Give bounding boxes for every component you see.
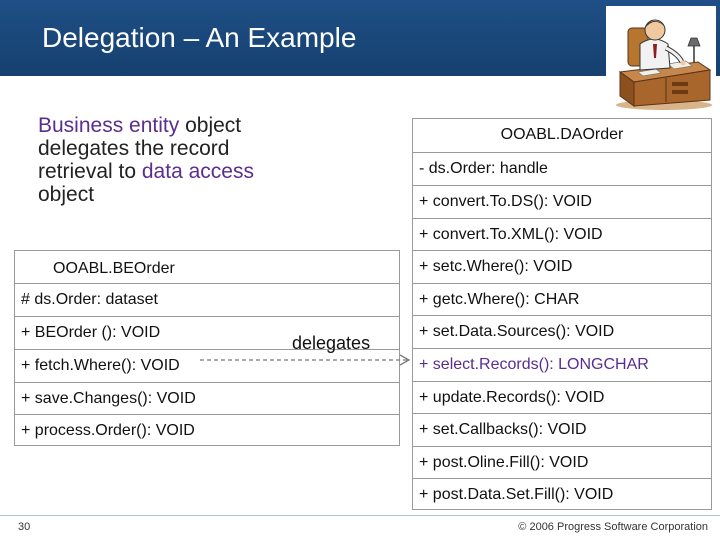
da-order-class-name-row: OOABL.DAOrder (413, 119, 711, 152)
be-order-method: + fetch.Where(): VOID (21, 357, 180, 374)
da-order-class-box: OOABL.DAOrder - ds.Order: handle + conve… (412, 118, 712, 510)
page-number: 30 (18, 521, 31, 533)
da-order-method-row: + setc.Where(): VOID (413, 250, 711, 283)
da-order-method-row: + getc.Where(): CHAR (413, 283, 711, 315)
da-order-method: + convert.To.XML(): VOID (419, 226, 603, 243)
da-order-method-row: + post.Data.Set.Fill(): VOID (413, 478, 711, 510)
be-order-method-row: + BEOrder (): VOID (15, 316, 399, 349)
da-order-class-name: OOABL.DAOrder (500, 126, 624, 143)
da-order-method-row: + convert.To.XML(): VOID (413, 218, 711, 250)
da-order-method-row: + convert.To.DS(): VOID (413, 185, 711, 218)
da-order-method: + getc.Where(): CHAR (419, 291, 580, 308)
da-order-method-row: + set.Data.Sources(): VOID (413, 315, 711, 348)
da-order-method-row: + set.Callbacks(): VOID (413, 413, 711, 446)
da-order-method-row: + update.Records(): VOID (413, 381, 711, 413)
da-order-attribute-row: - ds.Order: handle (413, 152, 711, 185)
be-order-class-name: OOABL.BEOrder (53, 260, 175, 277)
da-order-method: + set.Data.Sources(): VOID (419, 323, 615, 340)
be-order-method: + BEOrder (): VOID (21, 324, 161, 341)
intro-text-end: object (38, 183, 95, 206)
intro-text-part: object delegates the record retrieval to (38, 114, 242, 183)
intro-text: Business entity object delegates the rec… (38, 114, 308, 206)
intro-highlight-business-entity: Business entity (38, 114, 180, 137)
delegates-label: delegates (292, 333, 371, 353)
da-order-method: + post.Oline.Fill(): VOID (419, 454, 589, 471)
da-order-method: + setc.Where(): VOID (419, 258, 573, 275)
footer-divider (0, 515, 720, 516)
slide-title: Delegation – An Example (42, 22, 357, 53)
person-at-desk-clipart (606, 6, 716, 112)
da-order-method-row: + post.Oline.Fill(): VOID (413, 446, 711, 478)
copyright-text: © 2006 Progress Software Corporation (518, 521, 708, 533)
be-order-method-row: + save.Changes(): VOID (15, 382, 399, 415)
da-order-method: + convert.To.DS(): VOID (419, 193, 592, 210)
da-order-attribute: - ds.Order: handle (419, 160, 548, 177)
be-order-class-box: OOABL.BEOrder # ds.Order: dataset + BEOr… (14, 250, 400, 446)
da-order-method-row-highlight: + select.Records(): LONGCHAR (413, 348, 711, 381)
be-order-method-row: + fetch.Where(): VOID (15, 349, 399, 382)
da-order-method: + post.Data.Set.Fill(): VOID (419, 486, 614, 503)
title-bar: Delegation – An Example (0, 0, 720, 76)
delegation-arrow-head (399, 354, 411, 366)
intro-highlight-data-access: data access (141, 160, 254, 183)
be-order-method-row: + process.Order(): VOID (15, 414, 399, 446)
da-order-method-highlight: + select.Records(): LONGCHAR (419, 356, 649, 373)
da-order-method: + set.Callbacks(): VOID (419, 421, 587, 438)
da-order-method: + update.Records(): VOID (419, 389, 605, 406)
be-order-method: + process.Order(): VOID (21, 422, 195, 439)
be-order-attribute: # ds.Order: dataset (21, 291, 158, 308)
be-order-method: + save.Changes(): VOID (21, 390, 196, 407)
be-order-class-name-row: OOABL.BEOrder (15, 253, 399, 285)
be-order-attribute-row: # ds.Order: dataset (15, 283, 399, 316)
